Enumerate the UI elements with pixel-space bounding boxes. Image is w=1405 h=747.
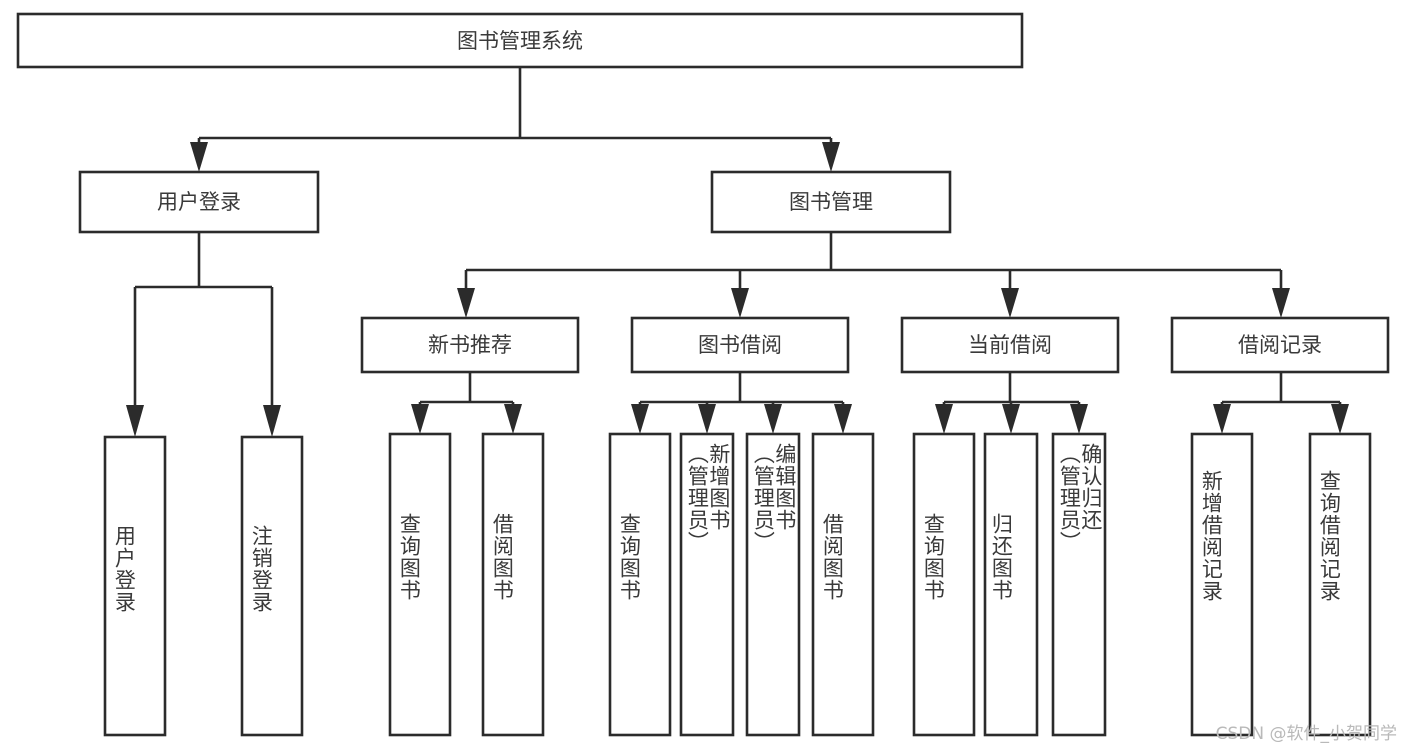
arrow-head-leaf-logout [263, 405, 281, 437]
node-user-login-label: 用户登录 [157, 190, 241, 214]
node-borrow-record-box[interactable] [1170, 316, 1390, 374]
arrow-head-book-management [822, 142, 840, 172]
arrow-head-leaf-query-record [1331, 404, 1349, 434]
node-leaf-confirm-return-box[interactable] [1051, 432, 1107, 737]
node-leaf-user-login-box[interactable] [103, 435, 167, 737]
node-leaf-logout-box[interactable] [240, 435, 304, 737]
arrow-head-leaf-confirm-return [1070, 404, 1088, 434]
node-book-borrow-label: 图书借阅 [698, 333, 782, 357]
node-leaf-edit-book-box[interactable] [745, 432, 801, 737]
node-user-login-box[interactable] [78, 170, 320, 234]
node-current-borrow-box[interactable] [900, 316, 1120, 374]
arrow-head-borrow-record [1272, 288, 1290, 318]
node-book-management-label: 图书管理 [789, 190, 873, 214]
node-root-box[interactable] [16, 12, 1024, 69]
node-new-book-recommend-label: 新书推荐 [428, 333, 512, 357]
arrow-head-book-borrow [731, 288, 749, 318]
node-book-management-box[interactable] [710, 170, 952, 234]
node-leaf-query-record-box[interactable] [1308, 432, 1372, 737]
node-leaf-query-book-3-box[interactable] [912, 432, 976, 737]
connector-layer [126, 67, 1349, 437]
arrow-head-leaf-query-book-1 [411, 404, 429, 434]
node-book-borrow-box[interactable] [630, 316, 850, 374]
node-borrow-record-label: 借阅记录 [1238, 333, 1322, 357]
arrow-head-new-book-recommend [457, 288, 475, 318]
arrow-head-leaf-query-book-2 [631, 404, 649, 434]
node-leaf-query-book-2-box[interactable] [608, 432, 672, 737]
node-layer: 图书管理系统 用户登录 图书管理 新书推荐 图书借阅 当前借阅 借阅记录 [16, 12, 1390, 737]
node-leaf-return-book-box[interactable] [983, 432, 1039, 737]
arrow-head-leaf-add-record [1213, 404, 1231, 434]
arrow-head-leaf-query-book-3 [935, 404, 953, 434]
arrow-head-leaf-return-book [1002, 404, 1020, 434]
arrow-head-current-borrow [1001, 288, 1019, 318]
arrow-head-leaf-borrow-book-1 [504, 404, 522, 434]
node-root-label: 图书管理系统 [457, 29, 583, 53]
node-leaf-add-record-box[interactable] [1190, 432, 1254, 737]
node-current-borrow-label: 当前借阅 [968, 333, 1052, 357]
node-leaf-borrow-book-2-box[interactable] [811, 432, 875, 737]
node-leaf-borrow-book-1-box[interactable] [481, 432, 545, 737]
arrow-head-leaf-edit-book [764, 404, 782, 434]
csdn-watermark: CSDN @软件_小贺同学 [1215, 724, 1397, 744]
arrow-head-leaf-add-book [698, 404, 716, 434]
arrow-head-user-login [190, 142, 208, 172]
arrow-head-leaf-user-login [126, 405, 144, 437]
node-leaf-query-book-1-box[interactable] [388, 432, 452, 737]
node-leaf-add-book-box[interactable] [679, 432, 735, 737]
node-new-book-recommend-box[interactable] [360, 316, 580, 374]
arrow-head-leaf-borrow-book-2 [834, 404, 852, 434]
